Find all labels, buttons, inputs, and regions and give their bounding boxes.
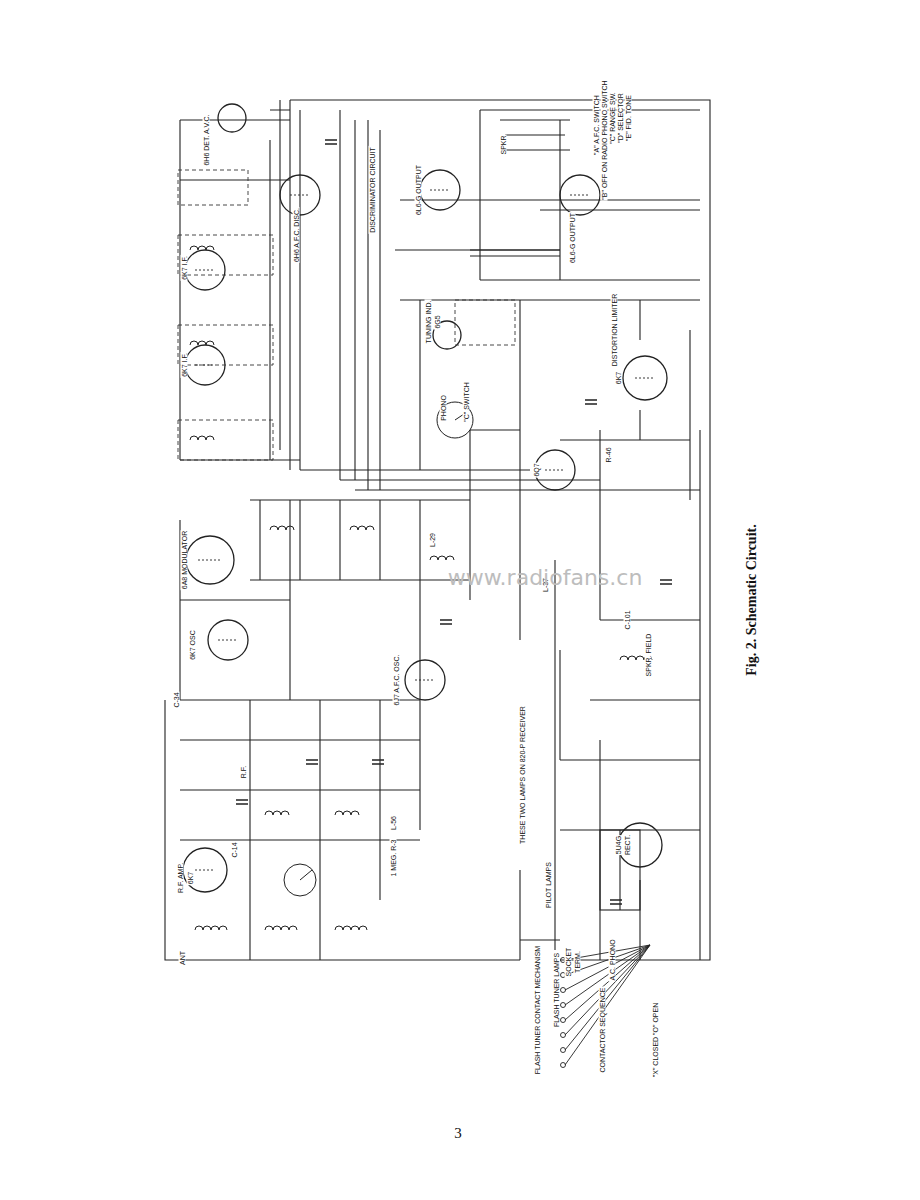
component-label: 6G5	[434, 314, 441, 329]
component-label: FLASH TUNER LAMPS	[553, 952, 560, 1028]
coil	[265, 926, 297, 930]
page-number: 3	[453, 1126, 463, 1141]
component-label: "D" SELECTOR	[617, 92, 624, 144]
component-label: R.F. AMP.	[177, 862, 184, 894]
coil	[190, 341, 214, 345]
component-label: "B" OFF ON RADIO PHONO SWITCH	[601, 79, 608, 200]
flash-tuner-contacts	[561, 988, 566, 993]
component-label: 6L6-G OUTPUT	[415, 164, 422, 216]
watermark: www.radiofans.cn	[447, 567, 644, 589]
coil	[430, 556, 454, 560]
if-transformer-can	[178, 170, 515, 460]
component-label: FLASH TUNER CONTACT MECHANISM	[534, 945, 541, 1075]
if-transformer-can	[178, 170, 248, 205]
component-label: SPKR	[500, 134, 507, 155]
component-label: PILOT LAMPS	[545, 861, 552, 909]
coil	[270, 526, 294, 530]
wire	[165, 100, 710, 960]
tube-electrode	[195, 190, 655, 870]
component-label: TUNING IND.	[425, 300, 432, 345]
capacitor-symbol	[236, 140, 672, 904]
component-label: PHONO	[440, 394, 447, 422]
flash-tuner-contacts	[561, 1018, 566, 1023]
component-label: 6A8 MODULATOR	[181, 530, 188, 590]
component-label: TERM.	[574, 950, 581, 974]
tube-electrode	[195, 190, 655, 870]
coil	[350, 526, 374, 530]
band-switch	[284, 402, 473, 896]
flash-tuner-contacts	[561, 1063, 566, 1068]
component-label: 6K7 I.F.	[181, 255, 188, 281]
coil	[265, 811, 289, 815]
component-label: C-34	[173, 691, 180, 708]
transformer	[470, 120, 640, 910]
component-label: 1 MEG. R-3	[390, 839, 397, 878]
coil	[190, 436, 214, 440]
tube-envelope	[218, 104, 246, 132]
component-label: 6H6 A.F.C. DISC.	[293, 207, 300, 263]
component-label: 6K7	[187, 871, 194, 885]
component-label: DISTORTION LIMITER	[611, 293, 618, 367]
component-label: 5U4G	[615, 835, 622, 855]
flash-tuner-contacts	[561, 1003, 566, 1008]
component-label: "C" RANGE SW.	[609, 91, 616, 145]
component-label: "A" A.F.C. SWITCH	[593, 94, 600, 156]
component-label: RECT.	[624, 834, 631, 856]
coil	[335, 926, 367, 930]
wire	[165, 100, 710, 960]
component-label: 6K7	[615, 371, 622, 385]
component-label: R.F.	[240, 765, 247, 779]
component-label: L-56	[390, 815, 397, 831]
component-label: 6Q7	[533, 462, 540, 477]
component-label: C-14	[231, 841, 238, 858]
coil	[190, 246, 652, 930]
component-label: CONTACTOR SEQUENCE	[599, 987, 606, 1074]
component-label: R-46	[605, 446, 612, 463]
band-switch	[300, 410, 470, 880]
component-label: A.C. PHONO	[609, 938, 616, 981]
coil	[190, 246, 214, 250]
component-label: 6J7 A.F.C. OSC.	[393, 654, 400, 707]
transformer	[470, 120, 620, 910]
flash-tuner-contacts	[565, 945, 650, 1065]
component-label: "E" FID. TONE	[625, 94, 632, 142]
figure-caption: Fig. 2. Schematic Circuit.	[745, 523, 759, 676]
component-label: SOCKET	[565, 947, 572, 978]
coil	[195, 926, 227, 930]
component-label: THESE TWO LAMPS ON 820-P RECEIVER	[519, 705, 526, 845]
component-label: SPKR. FIELD	[645, 633, 652, 678]
component-label: ANT	[179, 950, 186, 966]
component-label: C-101	[624, 609, 631, 630]
if-transformer-can	[178, 420, 273, 460]
coil	[335, 811, 359, 815]
component-label: "X" CLOSED "O" OPEN	[652, 1002, 659, 1079]
component-label: "C" SWITCH	[463, 381, 470, 423]
if-transformer-can	[455, 300, 515, 345]
tube-envelope	[183, 104, 667, 892]
component-label: DISCRIMINATOR CIRCUIT	[369, 146, 376, 234]
flash-tuner-contacts	[561, 1033, 566, 1038]
component-label: 6L6-G OUTPUT	[569, 212, 576, 264]
component-label: 6K7 OSC	[189, 629, 196, 661]
if-transformer-can	[178, 325, 273, 365]
component-label: L-29	[429, 532, 436, 548]
component-label: 6H6 DET. A.V.C.	[203, 113, 210, 166]
capacitor-symbol	[236, 140, 672, 904]
component-label: 6K7 I.F.	[181, 352, 188, 378]
flash-tuner-contacts	[561, 1048, 566, 1053]
if-transformer-can	[178, 235, 273, 275]
